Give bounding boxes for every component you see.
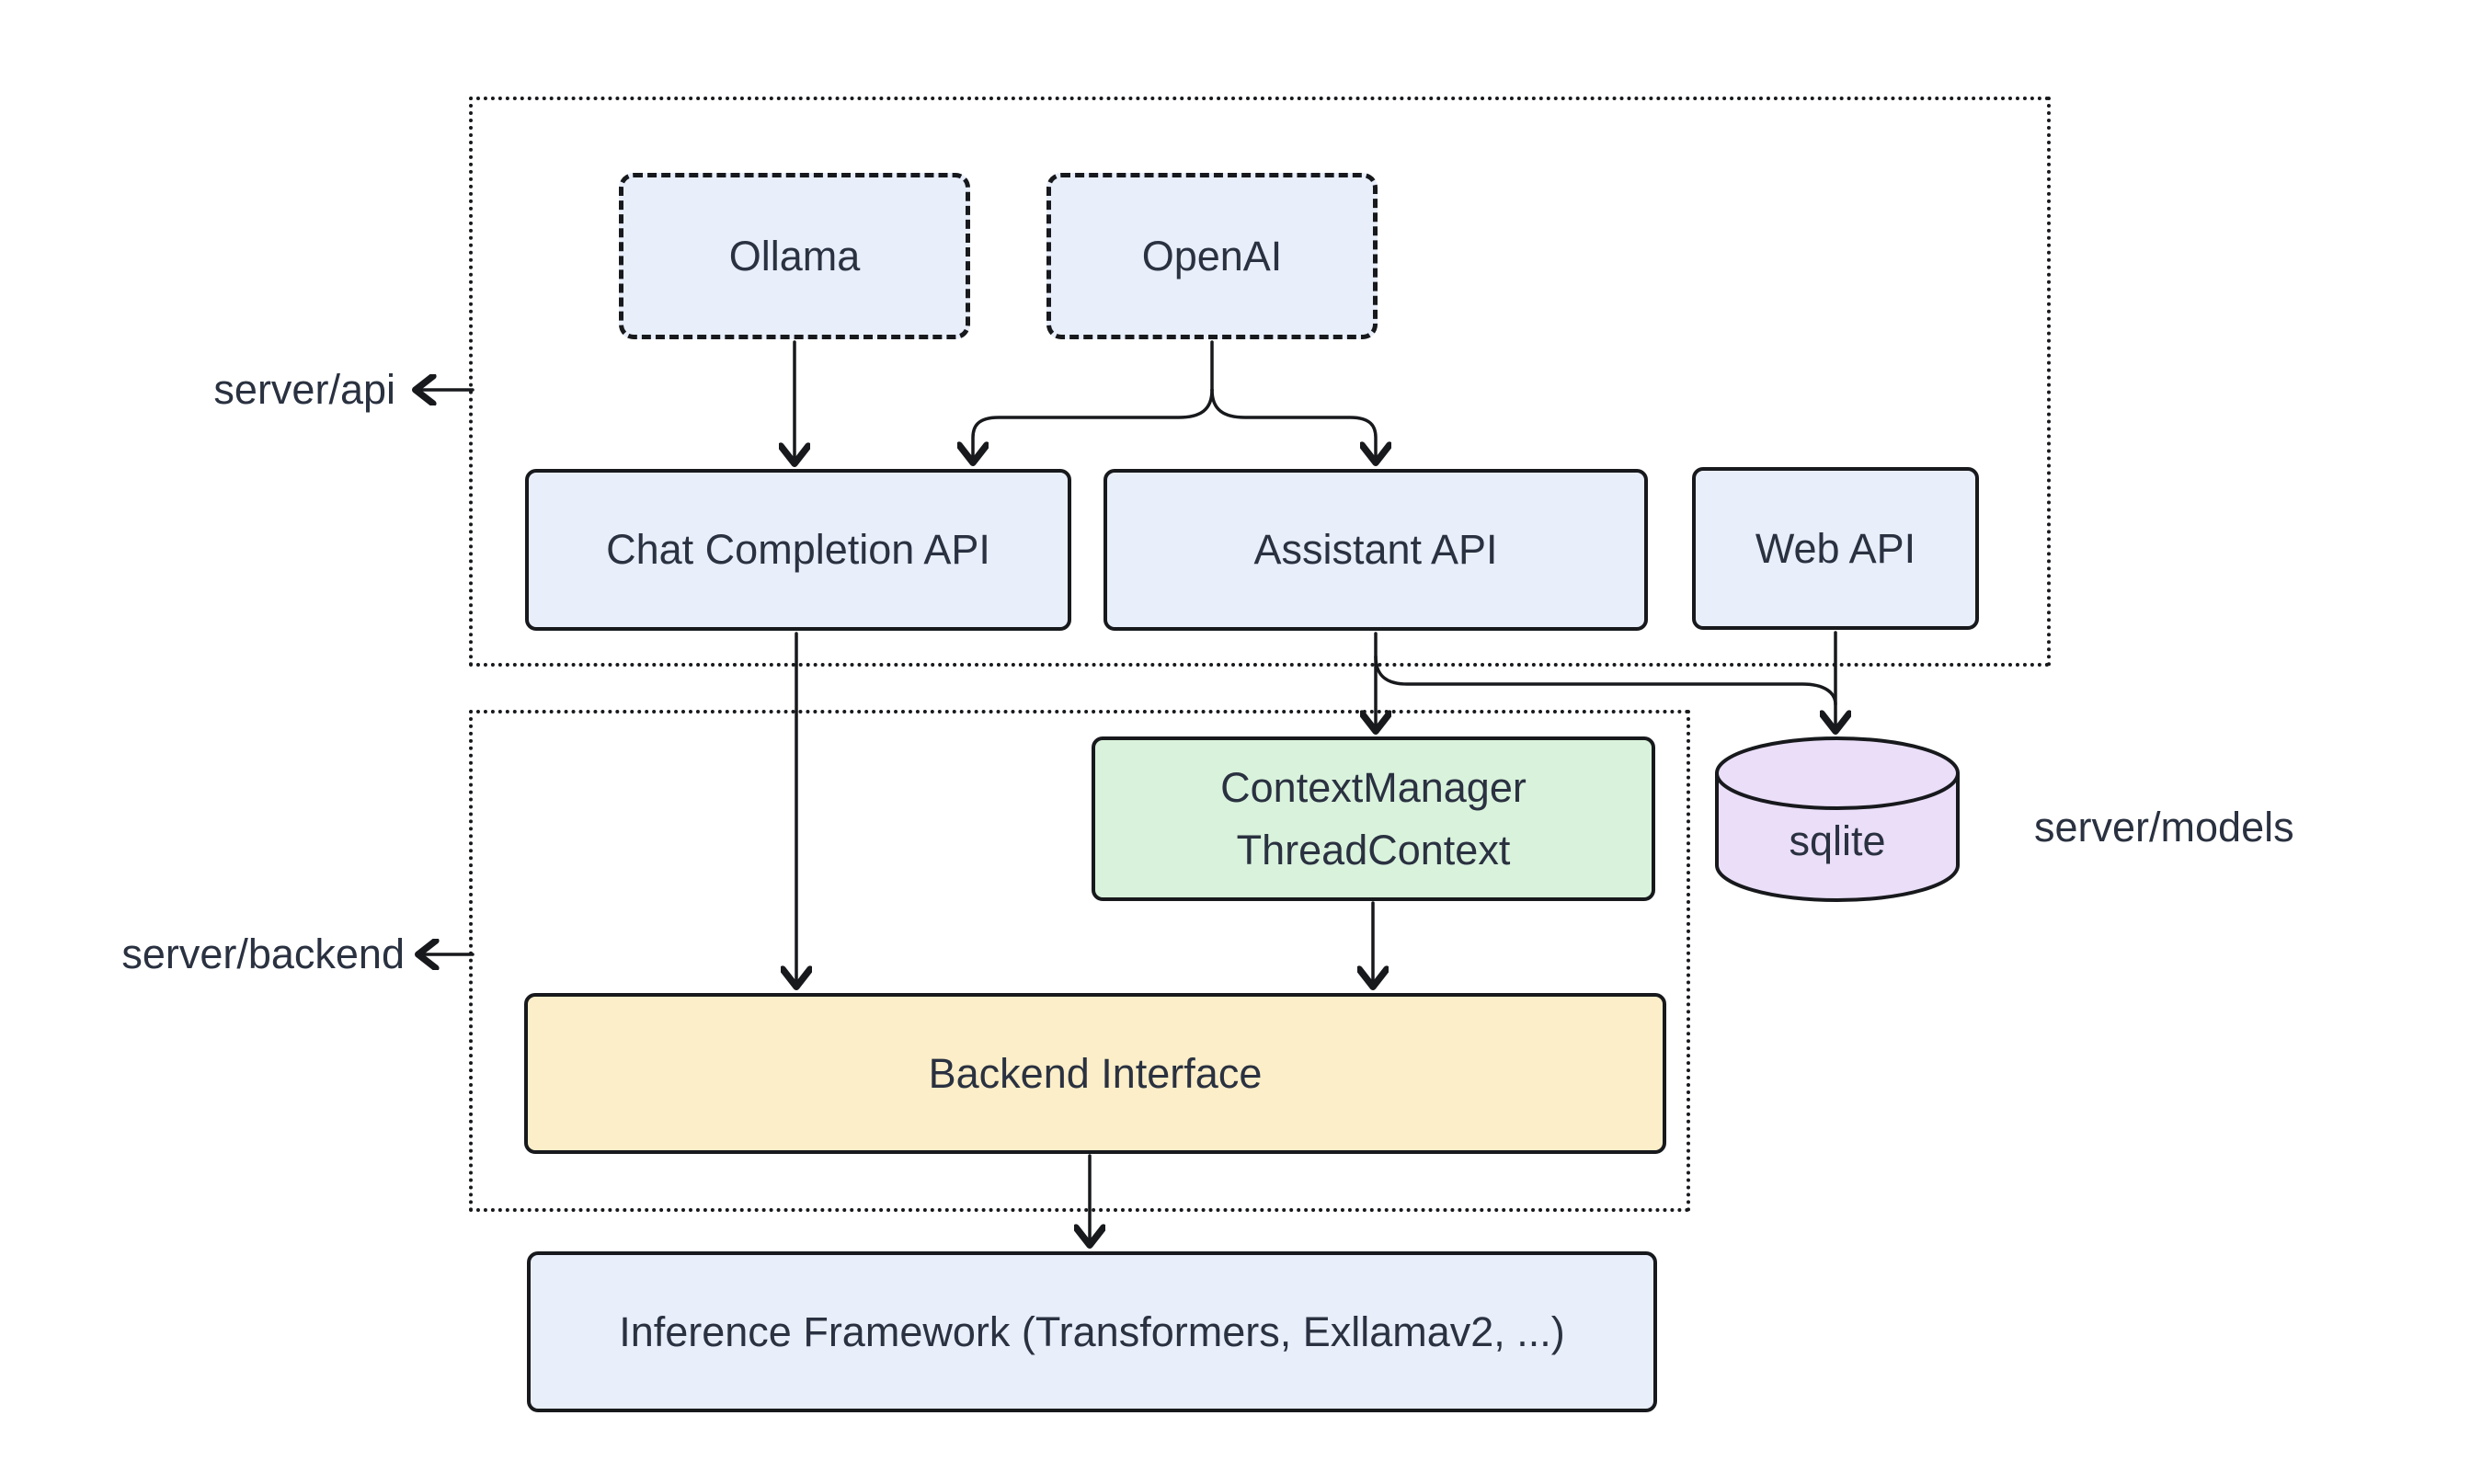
node-web-api-label: Web API	[1755, 524, 1916, 572]
node-assistant-api-label: Assistant API	[1253, 526, 1498, 574]
node-openai: OpenAI	[1046, 173, 1378, 339]
node-sqlite-label: sqlite	[1789, 817, 1886, 864]
node-ollama: Ollama	[619, 173, 970, 339]
group-server-backend	[469, 710, 1690, 1212]
node-context-manager-line2: ThreadContext	[1236, 826, 1511, 873]
node-chat-completion-api-label: Chat Completion API	[606, 526, 990, 574]
node-inference-framework-label: Inference Framework (Transformers, Exlla…	[619, 1307, 1565, 1355]
node-backend-interface-label: Backend Interface	[928, 1049, 1263, 1097]
node-openai-label: OpenAI	[1141, 232, 1283, 280]
node-chat-completion-api: Chat Completion API	[525, 469, 1071, 631]
node-context-manager: ContextManager ThreadContext	[1092, 736, 1655, 901]
node-ollama-label: Ollama	[728, 232, 861, 280]
label-server-api: server/api	[213, 366, 395, 413]
group-server-api	[469, 97, 2051, 667]
node-backend-interface: Backend Interface	[524, 993, 1666, 1154]
node-assistant-api: Assistant API	[1103, 469, 1648, 631]
node-web-api: Web API	[1692, 467, 1979, 630]
label-server-backend: server/backend	[121, 930, 405, 977]
node-inference-framework: Inference Framework (Transformers, Exlla…	[527, 1251, 1657, 1412]
label-server-models: server/models	[2034, 804, 2294, 850]
node-context-manager-line1: ContextManager	[1220, 764, 1527, 811]
